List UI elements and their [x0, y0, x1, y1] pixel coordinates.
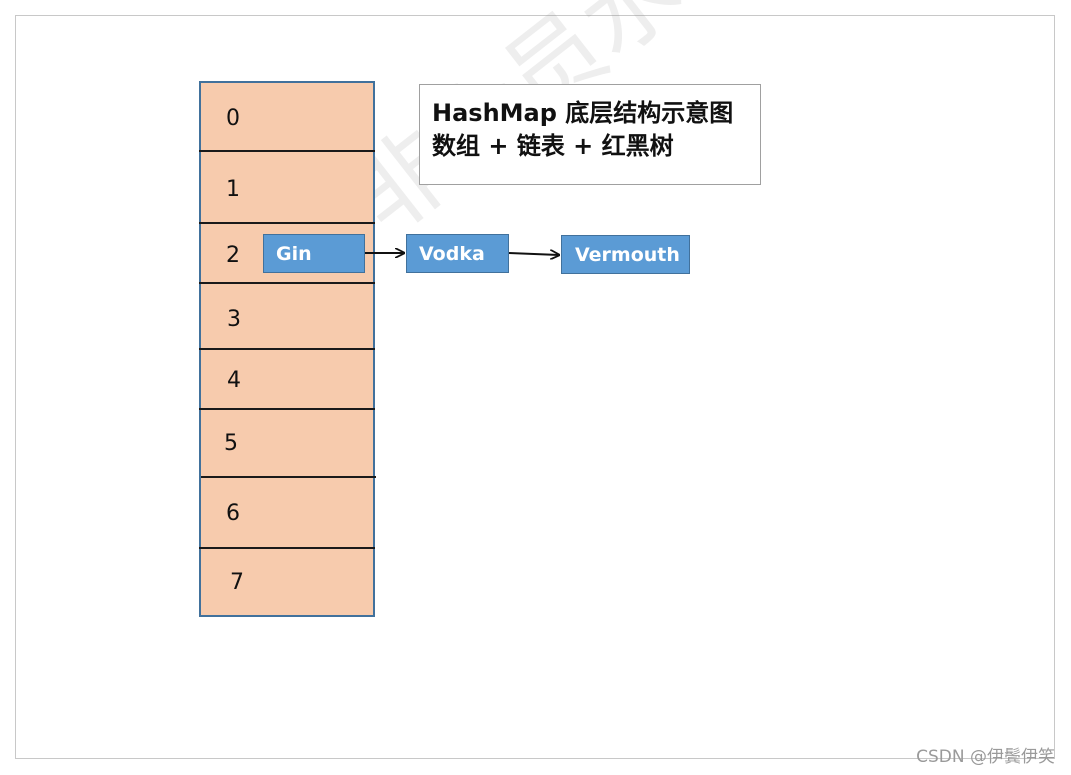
bucket-index-1: 1	[226, 177, 240, 202]
row-divider	[199, 348, 375, 350]
legend-title-box: HashMap 底层结构示意图 数组 + 链表 + 红黑树	[419, 84, 761, 185]
title-line-2: 数组 + 链表 + 红黑树	[432, 132, 674, 160]
row-divider	[201, 476, 376, 478]
bucket-index-5: 5	[224, 431, 238, 456]
chain-node-vodka: Vodka	[406, 234, 509, 273]
title-line-1: HashMap 底层结构示意图	[432, 99, 734, 127]
row-divider	[199, 282, 375, 284]
bucket-index-4: 4	[227, 368, 241, 393]
bucket-index-6: 6	[226, 501, 240, 526]
bucket-index-7: 7	[230, 570, 244, 595]
credit-watermark: CSDN @伊鬓伊笑	[916, 747, 1055, 767]
row-divider	[199, 222, 375, 224]
figure-frame	[15, 15, 1055, 759]
chain-node-vermouth: Vermouth	[561, 235, 690, 274]
row-divider	[199, 547, 375, 549]
bucket-index-2: 2	[226, 243, 240, 268]
bucket-index-3: 3	[227, 307, 241, 332]
arrow-vodka-to-vermouth	[508, 253, 559, 255]
row-divider	[199, 408, 375, 410]
chain-node-gin: Gin	[263, 234, 365, 273]
row-divider	[199, 150, 375, 152]
bucket-index-0: 0	[226, 106, 240, 131]
